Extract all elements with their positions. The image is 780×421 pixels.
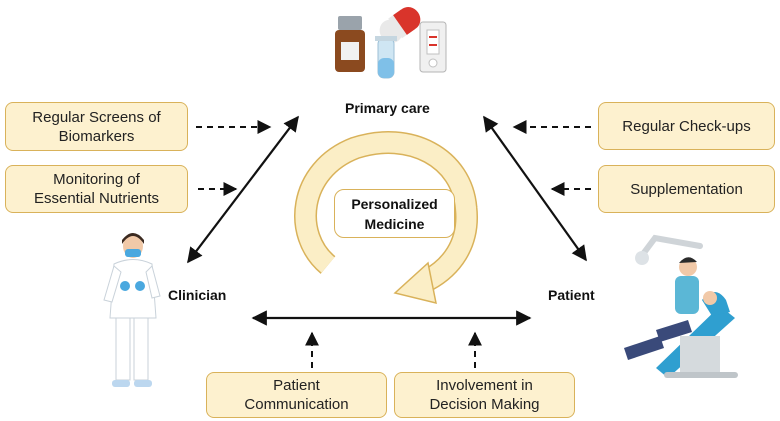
supplementation-box: Supplementation [598,165,775,213]
patient-label: Patient [548,287,595,303]
patient-dental-chair-icon [624,234,738,378]
clinician-icon [103,233,161,387]
box-line2: Essential Nutrients [33,190,160,207]
arrow-patient-primary [483,115,587,262]
box-line2: Biomarkers [58,127,135,145]
personalized-medicine-line1: Personalized [351,195,438,212]
box-line1: Supplementation [630,180,743,198]
box-line1: Monitoring of [53,171,140,188]
monitoring-nutrients-box: Monitoring of Essential Nutrients [5,165,188,213]
box-line1: Regular Screens of [32,108,161,126]
regular-checkups-box: Regular Check-ups [598,102,775,150]
medication-icon [335,7,447,79]
box-line2: Decision Making [429,396,540,413]
box-line1: Patient [273,377,320,394]
box-line1: Regular Check-ups [622,117,751,135]
patient-communication-box: Patient Communication [206,372,387,418]
box-line1: Involvement in [436,377,533,394]
box-line2: Communication [244,396,349,413]
decision-making-box: Involvement in Decision Making [394,372,575,418]
clinician-label: Clinician [168,287,227,303]
cycle-arrow [294,131,478,305]
regular-screens-biomarkers-box: Regular Screens of Biomarkers [5,102,188,151]
personalized-medicine-box: Personalized Medicine [334,189,455,238]
primary-care-label: Primary care [345,100,430,116]
arrow-clinician-primary [187,115,299,264]
personalized-medicine-line2: Medicine [364,215,425,232]
